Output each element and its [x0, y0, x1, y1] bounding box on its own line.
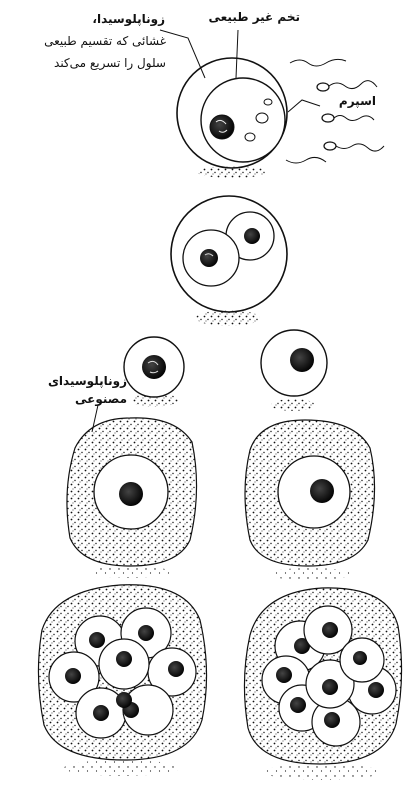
egg-nucleus	[210, 115, 234, 139]
stage3-separated-cells	[124, 330, 327, 411]
stage5-right	[244, 588, 401, 780]
stage4-left	[67, 418, 197, 578]
sperm-1	[317, 81, 377, 91]
label-zona-pellucida: زوناپلوسیدا،	[60, 12, 165, 27]
label-abnormal-egg: تخم غیر طبیعی	[200, 10, 300, 25]
stage3-cell-left	[124, 337, 184, 407]
leader-egg	[236, 30, 238, 78]
stage3-cell-right	[261, 330, 327, 411]
stage5-multicell-embryos	[38, 585, 401, 780]
sperm-3	[324, 142, 384, 151]
sperm-2	[322, 114, 374, 122]
label-zona-description-line2: سلول را تسریع می‌کند	[8, 56, 166, 71]
label-artificial-zona-line1: زوناپلوسیدای	[22, 374, 127, 389]
leader-zona	[160, 30, 205, 78]
label-sperm: اسپرم	[326, 94, 376, 109]
label-zona-description-line1: غشائی که تقسیم طبیعی	[8, 34, 166, 49]
stage4-right	[245, 420, 375, 580]
label-artificial-zona-line2: مصنوعی	[22, 392, 127, 407]
leader-sperm	[288, 100, 320, 112]
stage5-left	[38, 585, 206, 776]
stage2-two-cell-embryo	[171, 196, 287, 326]
stage4-artificial-zona	[67, 405, 375, 580]
